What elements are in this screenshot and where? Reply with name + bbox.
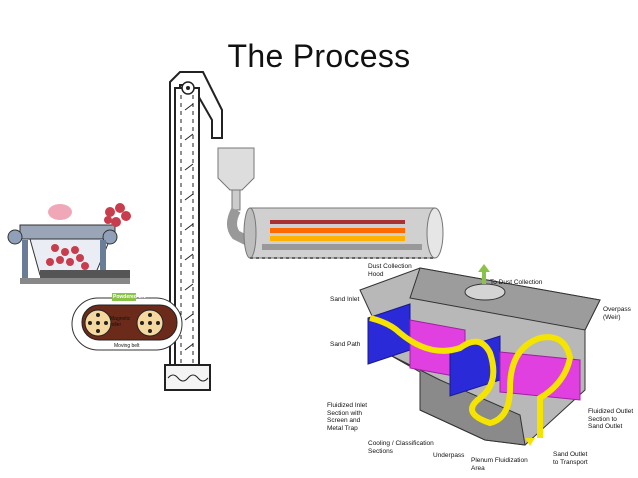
label-fluidized-inlet: Fluidized Inlet Section with Screen and …	[327, 402, 368, 432]
label-sand-path: Sand Path	[330, 341, 361, 348]
fluid-bed-cooler	[359, 264, 601, 446]
label-cooling-sections: Cooling / Classification Sections	[368, 440, 434, 455]
label-overpass: Overpass (Weir)	[603, 306, 631, 321]
label-magnetic-roller: Magnetic roller	[110, 316, 131, 328]
label-dust-collection-hood: Dust Collection Hood	[368, 263, 412, 278]
label-sand-outlet: Sand Outlet to Transport	[553, 451, 588, 466]
bucket-elevator	[164, 71, 223, 391]
label-underpass: Underpass	[433, 452, 465, 459]
label-fluidized-outlet: Fluidized Outlet Section to Sand Outlet	[588, 408, 634, 430]
rotary-dryer	[217, 147, 444, 259]
label-powdered-ore: Powdered ore	[113, 294, 147, 300]
slide-title: The Process	[227, 38, 411, 74]
label-to-dust-collection: To Dust Collection	[490, 279, 543, 286]
label-plenum: Plenum Fluidization Area	[471, 457, 528, 472]
magnetic-separator	[7, 203, 183, 351]
label-moving-belt: Moving belt	[114, 343, 140, 349]
label-sand-inlet: Sand Inlet	[330, 296, 360, 303]
